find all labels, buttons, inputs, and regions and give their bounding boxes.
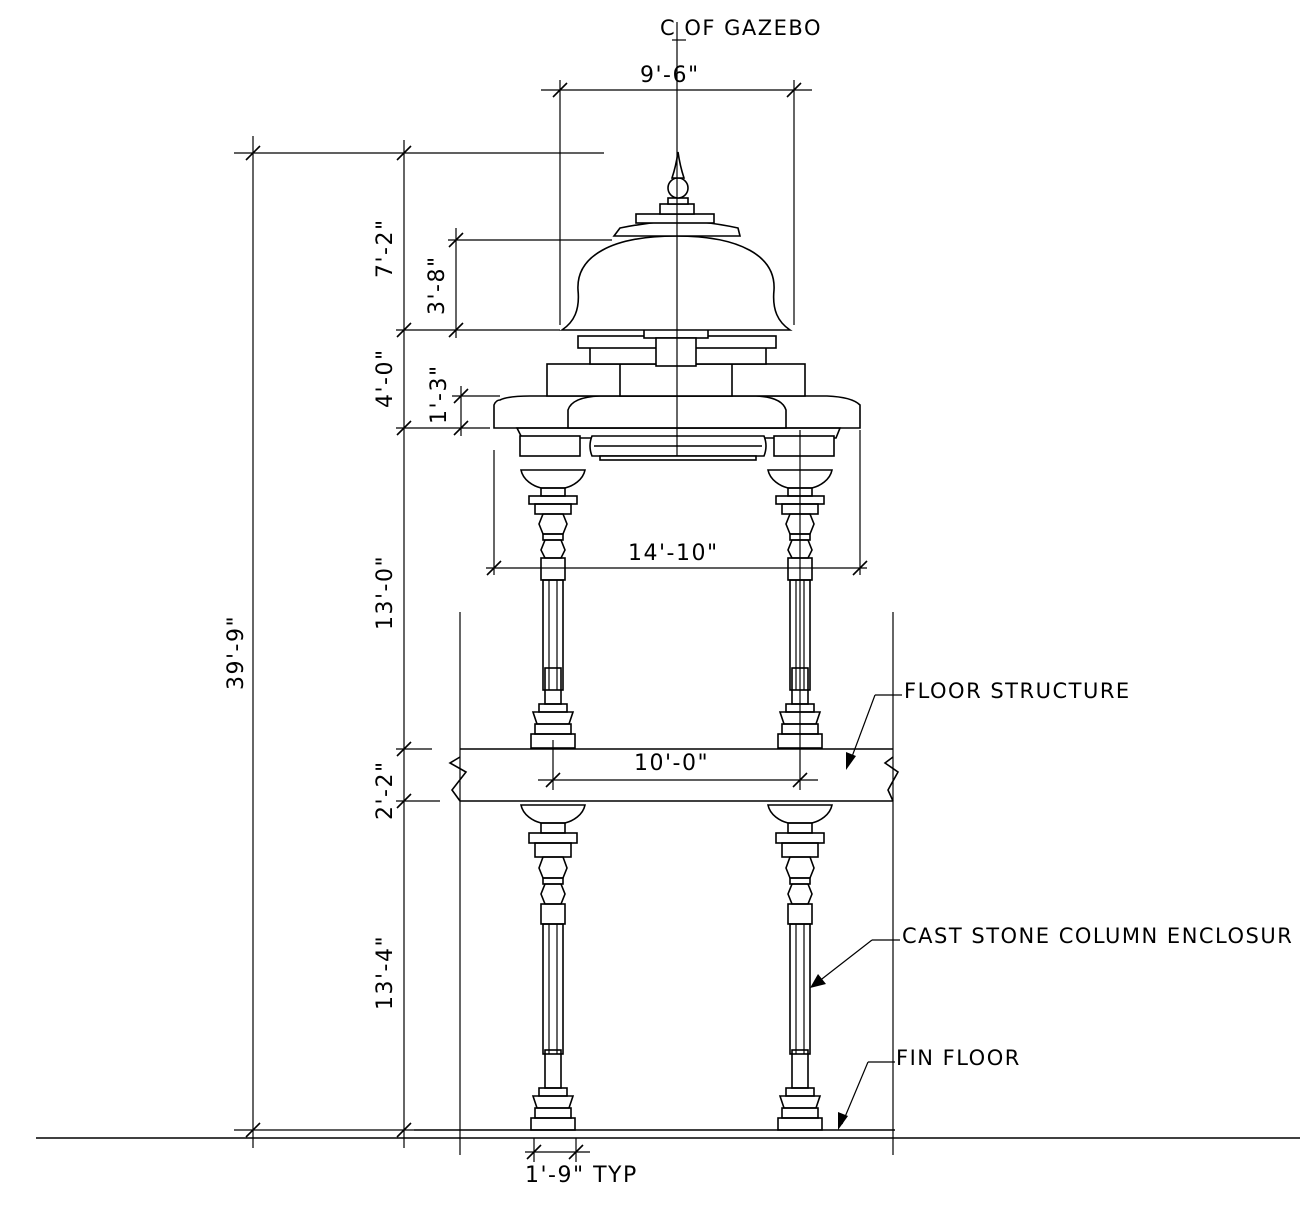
upper-left-column xyxy=(520,469,586,749)
cast-stone-callout: CAST STONE COLUMN ENCLOSUR xyxy=(810,924,1293,988)
floor-structure-callout: FLOOR STRUCTURE xyxy=(846,679,1131,770)
stacked-height-dimensions: 7'-2" 4'-0" 13'-0" 2'-2" 13'-4" xyxy=(373,140,560,1148)
lower-column-text: 13'-4" xyxy=(373,935,398,1010)
roof-band-text: 4'-0" xyxy=(373,348,398,408)
roof-width-dimension: 14'-10" xyxy=(486,430,868,576)
roof-entablature xyxy=(493,395,861,461)
roof-width-text: 14'-10" xyxy=(628,541,719,566)
floor-structure-label: FLOOR STRUCTURE xyxy=(904,679,1131,703)
column-base-dimension: 1'-9" TYP xyxy=(525,1138,638,1188)
total-height-text: 39'-9" xyxy=(224,615,249,690)
dome-zone-text: 7'-2" xyxy=(373,218,398,278)
floor-thickness-text: 2'-2" xyxy=(373,760,398,820)
lower-right-column xyxy=(767,804,833,1131)
lower-left-column xyxy=(520,804,586,1131)
fin-floor-callout: FIN FLOOR xyxy=(838,1046,1021,1130)
dome xyxy=(559,151,793,331)
roof-steps xyxy=(546,327,806,397)
centerline-label: C OF GAZEBO xyxy=(660,16,822,40)
column-base-text: 1'-9" TYP xyxy=(525,1163,638,1188)
upper-column-text: 13'-0" xyxy=(373,555,398,630)
floor-slab xyxy=(448,748,900,802)
column-spacing-text: 10'-0" xyxy=(634,751,709,776)
dome-width-dimension: 9'-6" xyxy=(541,63,812,325)
eave-text: 1'-3" xyxy=(427,364,452,424)
total-height-dimension: 39'-9" xyxy=(224,136,604,1148)
dome-height-dimension: 3'-8" xyxy=(425,228,612,338)
eave-dimension: 1'-3" xyxy=(427,364,500,436)
gazebo-centerline: C OF GAZEBO xyxy=(660,16,822,456)
fin-floor-label: FIN FLOOR xyxy=(896,1046,1021,1070)
dome-width-text: 9'-6" xyxy=(640,63,700,88)
cast-stone-label: CAST STONE COLUMN ENCLOSUR xyxy=(902,924,1293,948)
dome-height-text: 3'-8" xyxy=(425,255,450,315)
column-spacing-dimension: 10'-0" xyxy=(538,430,818,790)
